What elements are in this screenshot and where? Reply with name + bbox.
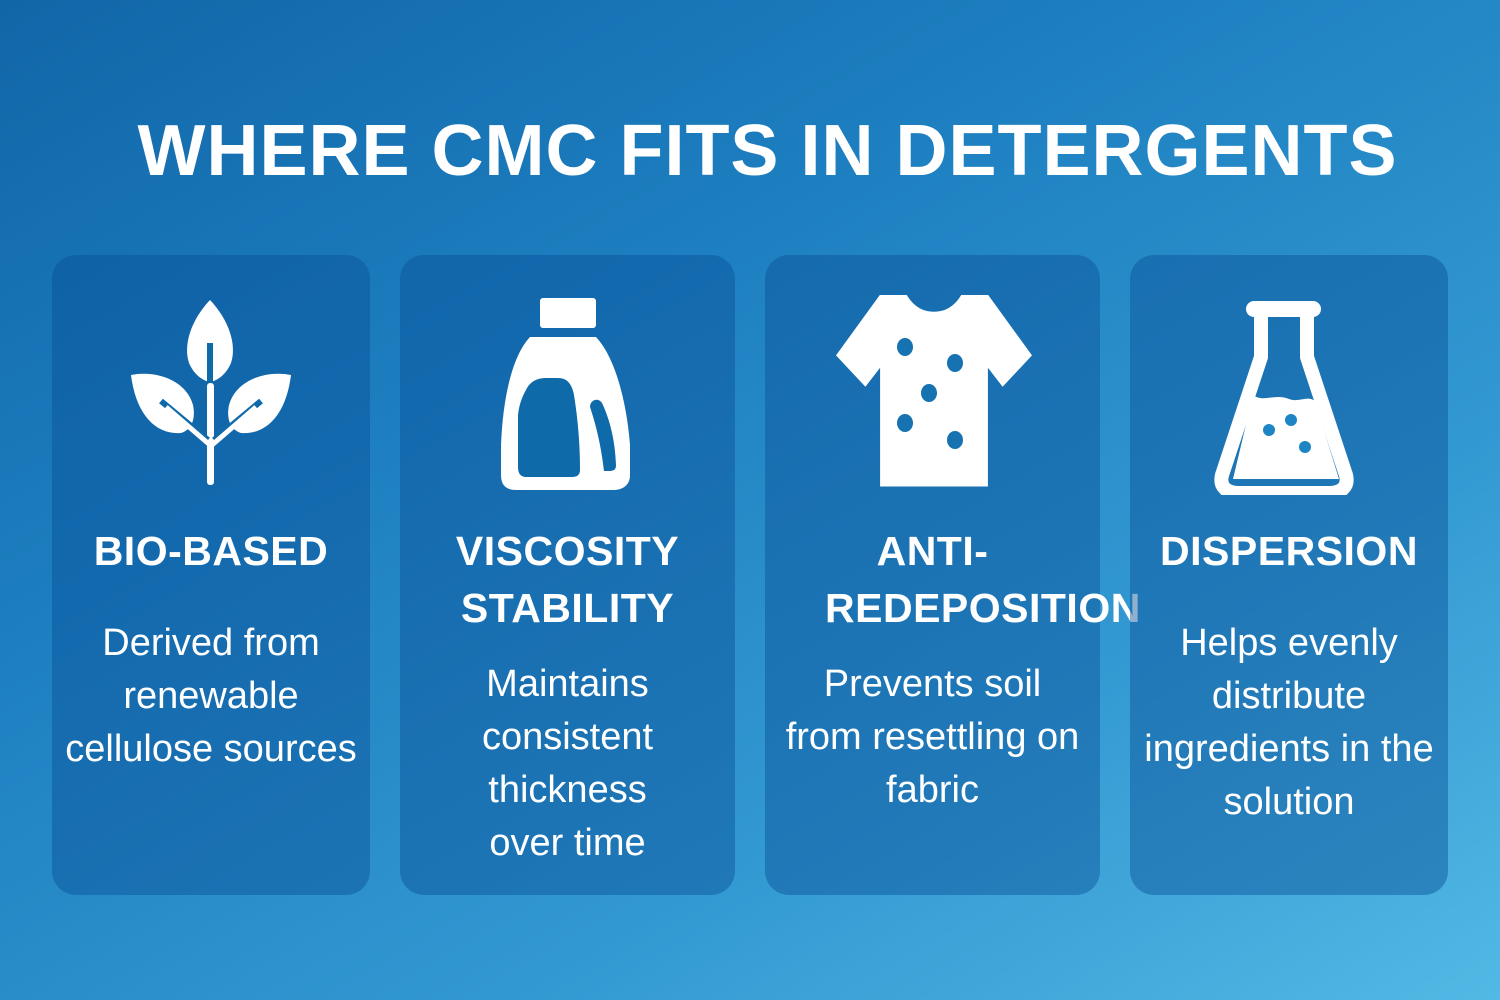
card-title: DISPERSION <box>1160 528 1418 574</box>
card-title: BIO-BASED <box>93 528 329 574</box>
card-bio-based: BIO-BASED Derived from renewable cellulo… <box>52 255 370 895</box>
stained-tshirt-icon <box>835 295 1032 487</box>
card-title: VISCOSITY STABILITY <box>455 528 680 631</box>
card-title: ANTI-REDEPOSITION <box>825 528 1141 631</box>
flask-icon <box>1214 301 1354 495</box>
card-description: Prevents soil from resettling on fabric <box>785 663 1080 811</box>
card-description: Derived from renewable cellulose sources <box>65 622 357 770</box>
card-description: Maintains consistent thickness over time <box>481 663 654 864</box>
plant-sprout-icon <box>131 300 291 485</box>
card-description: Helps evenly distribute ingredients in t… <box>1144 622 1434 823</box>
card-dispersion: DISPERSION Helps evenly distribute ingre… <box>1130 255 1448 895</box>
page-title: WHERE CMC FITS IN DETERGENTS <box>137 111 1398 191</box>
card-viscosity-stability: VISCOSITY STABILITY Maintains consistent… <box>400 255 735 895</box>
detergent-bottle-icon <box>500 298 630 490</box>
card-anti-redeposition: ANTI-REDEPOSITION Prevents soil from res… <box>765 255 1141 895</box>
